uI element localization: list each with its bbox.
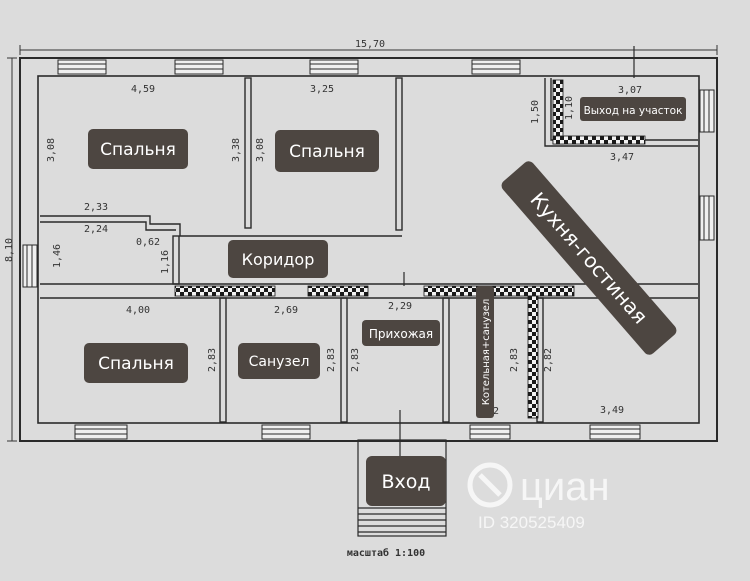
- watermark-id: ID 320525409: [478, 513, 585, 532]
- label-entrance: Вход: [366, 456, 446, 506]
- dim-label: 2,83: [326, 348, 337, 372]
- window-south-3: [469, 424, 511, 440]
- label-exit: Выход на участок: [580, 97, 686, 121]
- dim-overall-height: 8,10: [4, 238, 15, 262]
- dim-label: 3,47: [610, 152, 634, 163]
- window-west-1: [22, 244, 38, 288]
- label-bedroom-nw: Спальня: [88, 129, 188, 169]
- dim-label: 0,62: [136, 237, 160, 248]
- svg-text:Вход: Вход: [381, 471, 430, 493]
- label-bathroom: Санузел: [238, 343, 320, 379]
- svg-text:Спальня: Спальня: [289, 142, 365, 162]
- window-south-4: [589, 424, 641, 440]
- room-labels: Спальня Спальня Спальня Коридор Санузел …: [84, 97, 686, 506]
- window-south-2: [261, 424, 311, 440]
- window-north-1: [57, 59, 107, 75]
- svg-text:Спальня: Спальня: [98, 354, 174, 374]
- dim-label: 3,25: [310, 84, 334, 95]
- dim-label: 3,07: [618, 85, 642, 96]
- svg-text:Санузел: Санузел: [249, 354, 310, 370]
- dim-label: 1,10: [564, 96, 575, 120]
- dim-label: 2,69: [274, 305, 298, 316]
- window-north-3: [309, 59, 359, 75]
- window-north-4: [471, 59, 521, 75]
- cian-logo-icon: [467, 462, 513, 508]
- dim-label: 3,08: [46, 138, 57, 162]
- window-north-2: [174, 59, 224, 75]
- svg-text:Выход на участок: Выход на участок: [584, 105, 683, 117]
- svg-text:Кухня-гостиная: Кухня-гостиная: [526, 188, 653, 329]
- label-hallway: Прихожая: [362, 320, 440, 346]
- svg-text:Спальня: Спальня: [100, 140, 176, 160]
- dim-label: 2,29: [388, 301, 412, 312]
- dim-label: 4,59: [131, 84, 155, 95]
- dim-label: 2,83: [207, 348, 218, 372]
- dim-label: 2,24: [84, 224, 108, 235]
- entrance-porch: [357, 46, 635, 537]
- dim-label: 1,46: [52, 244, 63, 268]
- label-corridor: Коридор: [228, 240, 328, 278]
- window-south-1: [74, 424, 128, 440]
- window-east-2: [699, 195, 715, 241]
- dim-label: 2,83: [509, 348, 520, 372]
- label-bedroom-sw: Спальня: [84, 343, 188, 383]
- dim-label: 1,50: [530, 100, 541, 124]
- svg-text:Прихожая: Прихожая: [369, 327, 433, 341]
- dim-label: 2,83: [350, 348, 361, 372]
- dim-label: 2,33: [84, 202, 108, 213]
- dim-label: 1,16: [160, 250, 171, 274]
- dim-label: 4,00: [126, 305, 150, 316]
- new-partitions: [174, 79, 646, 419]
- scale-label: масштаб 1:100: [347, 547, 425, 559]
- dim-label: 3,49: [600, 405, 624, 416]
- windows: [22, 59, 715, 440]
- window-east-1: [699, 89, 715, 133]
- label-boiler-room: Котельная+санузел: [476, 286, 494, 418]
- svg-text:Котельная+санузел: Котельная+санузел: [481, 299, 492, 405]
- dim-label: 3,08: [255, 138, 266, 162]
- dim-label: 2,82: [543, 348, 554, 372]
- watermark-brand: циан: [520, 465, 610, 509]
- overall-dimension-lines: [7, 45, 718, 442]
- label-bedroom-n: Спальня: [275, 130, 379, 172]
- exterior-walls: [19, 57, 718, 442]
- watermark: циан ID 320525409: [467, 462, 610, 532]
- svg-text:Коридор: Коридор: [242, 250, 315, 269]
- dim-label: 3,38: [231, 138, 242, 162]
- label-kitchen-living: Кухня-гостиная: [501, 161, 677, 355]
- dim-overall-width: 15,70: [355, 39, 385, 50]
